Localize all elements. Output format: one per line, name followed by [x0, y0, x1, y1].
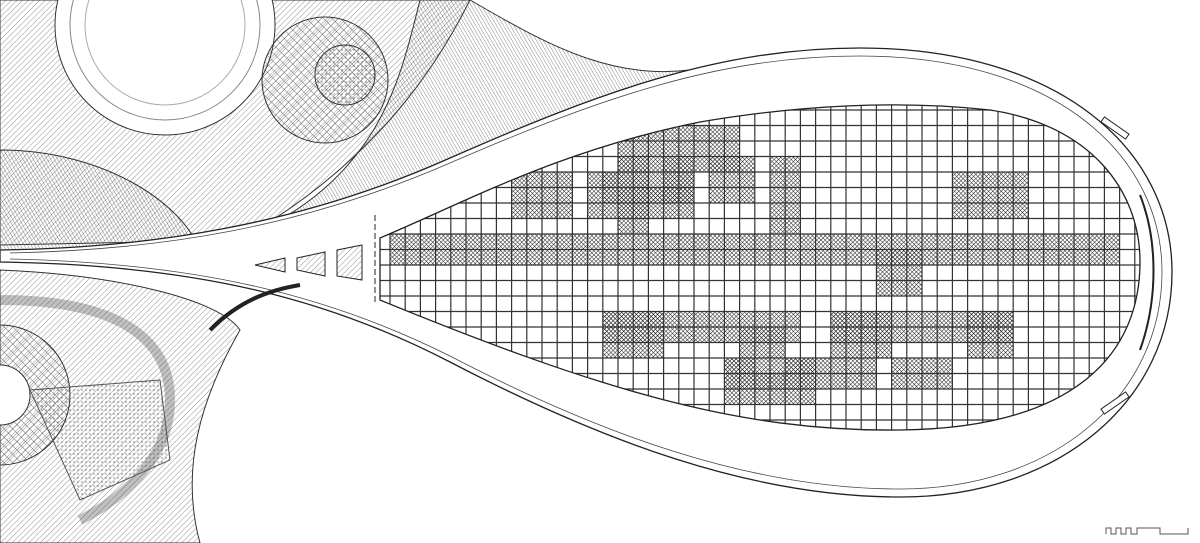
- stem-void-1: [254, 257, 286, 273]
- dotted-circle: [314, 44, 376, 106]
- left-site-areas: [0, 0, 716, 543]
- dark-cell-block: [876, 249, 922, 296]
- stem-void-3: [336, 244, 363, 281]
- dark-cell-block: [709, 156, 755, 203]
- dark-cell-block: [952, 172, 1029, 219]
- stem-void-2: [296, 251, 326, 277]
- dark-cell-block: [967, 311, 1014, 358]
- teardrop-structure: [0, 47, 1173, 498]
- scale-bar: [1105, 527, 1189, 535]
